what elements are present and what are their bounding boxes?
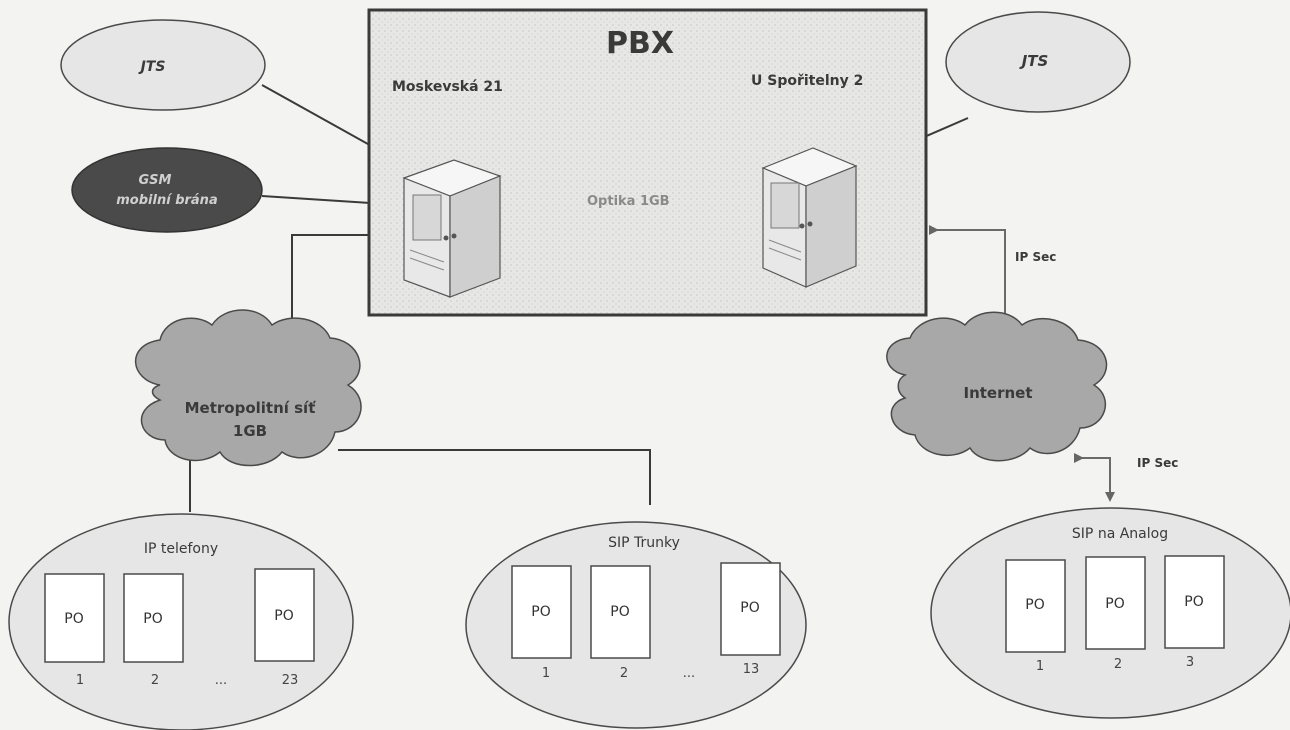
ip-phone-card <box>44 573 105 663</box>
ip-phone-number: 23 <box>282 673 299 688</box>
jts-left-label: JTS <box>138 59 166 75</box>
metro-label-line2: 1GB <box>233 422 267 440</box>
sip-trunk-card-label: PO <box>740 600 759 616</box>
jts-right-node: JTS <box>945 11 1131 113</box>
site-right-label: U Spořitelny 2 <box>751 73 863 89</box>
ip-phone-card-label: PO <box>64 611 83 627</box>
internet-cloud: Internet <box>886 311 1108 462</box>
link-server-internet <box>929 225 1010 334</box>
link-metro-sip-trunks <box>338 449 651 505</box>
sip-trunk-card <box>720 562 781 656</box>
sip-trunk-card-label: PO <box>610 604 629 620</box>
sip-analog-number: 3 <box>1186 655 1194 670</box>
group-sip-analog: SIP na Analog PO PO PO 1 2 3 <box>930 507 1290 719</box>
sip-trunk-card <box>590 565 651 659</box>
sip-trunk-card-label: PO <box>531 604 550 620</box>
sip-trunk-number: 13 <box>743 662 760 677</box>
sip-analog-card <box>1005 559 1066 653</box>
jts-left-node: JTS <box>60 19 266 111</box>
server-left-icon <box>402 159 502 298</box>
pbx-box: PBX Moskevská 21 U Spořitelny 2 Optika 1… <box>367 8 928 317</box>
group-ip-phones-title: IP telefony <box>144 541 218 557</box>
ip-phone-card <box>123 573 184 663</box>
sip-trunk-number: ... <box>683 666 695 681</box>
sip-trunk-number: 1 <box>542 666 550 681</box>
metro-network-cloud: Metropolitní síť 1GB <box>134 309 362 467</box>
ipsec-label-top: IP Sec <box>1015 250 1056 264</box>
sip-analog-number: 2 <box>1114 657 1122 672</box>
ip-phone-number: 2 <box>151 673 159 688</box>
site-left-label: Moskevská 21 <box>392 79 503 95</box>
ip-phone-card <box>254 568 315 662</box>
sip-trunk-number: 2 <box>620 666 628 681</box>
server-right-icon <box>761 147 858 288</box>
gsm-label-line1: GSM <box>139 173 172 188</box>
pbx-title: PBX <box>606 26 674 61</box>
sip-analog-card-label: PO <box>1105 596 1124 612</box>
sip-analog-card <box>1085 556 1146 650</box>
link-internet-sip-analog <box>1074 453 1115 502</box>
ipsec-label-bottom: IP Sec <box>1137 456 1178 470</box>
sip-trunk-card <box>511 565 572 659</box>
jts-right-label: JTS <box>1019 52 1049 70</box>
sip-analog-card <box>1164 555 1225 649</box>
metro-label-line1: Metropolitní síť <box>185 399 317 417</box>
group-sip-analog-title: SIP na Analog <box>1072 526 1168 542</box>
group-sip-trunks-title: SIP Trunky <box>608 535 680 551</box>
gsm-label-line2: mobilní brána <box>116 193 217 208</box>
sip-analog-card-label: PO <box>1025 597 1044 613</box>
ip-phone-card-label: PO <box>143 611 162 627</box>
group-ip-phones: IP telefony PO PO PO 1 2 ... 23 <box>8 513 354 730</box>
group-sip-trunks: SIP Trunky PO PO PO 1 2 ... 13 <box>465 521 807 729</box>
gsm-gateway-node: GSM mobilní brána <box>71 147 263 233</box>
fiber-label: Optika 1GB <box>587 194 670 209</box>
ip-phone-card-label: PO <box>274 608 293 624</box>
sip-analog-number: 1 <box>1036 659 1044 674</box>
ip-phone-number: ... <box>215 673 227 688</box>
sip-analog-card-label: PO <box>1184 594 1203 610</box>
ip-phone-number: 1 <box>76 673 84 688</box>
internet-label: Internet <box>963 384 1032 402</box>
